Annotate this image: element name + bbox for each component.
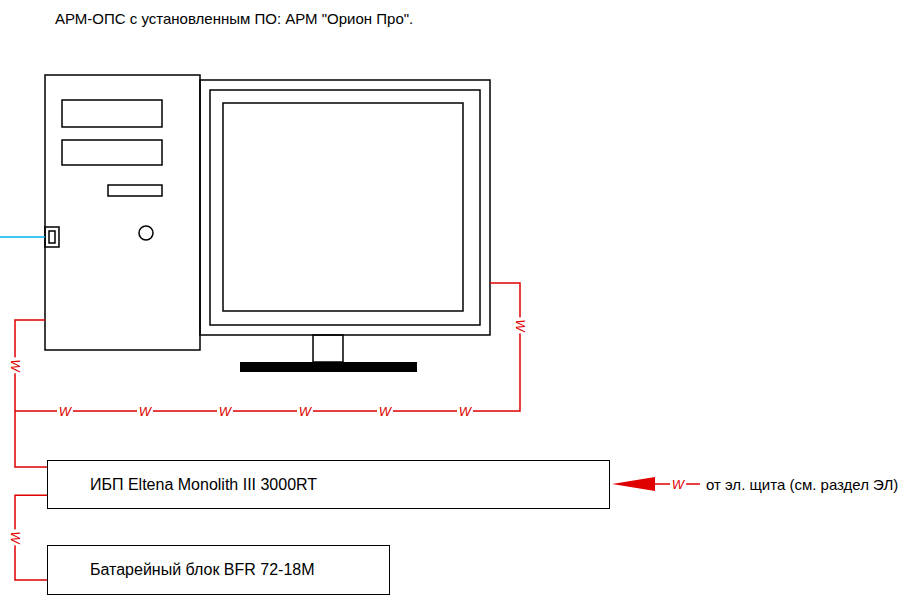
wire-mark: W — [514, 317, 527, 333]
wire-mark: W — [57, 405, 73, 418]
wire-mark: W — [9, 357, 22, 373]
equipment-box: ИБП Eltena Monolith III 3000RT — [47, 460, 610, 509]
wire-mark: W — [457, 405, 473, 418]
wire-mark: W — [137, 405, 153, 418]
box-label: Батарейный блок BFR 72-18M — [48, 561, 315, 579]
box-label: ИБП Eltena Monolith III 3000RT — [48, 476, 317, 494]
note-text: от эл. щита (см. раздел ЭЛ) — [704, 477, 900, 492]
equipment-box: Батарейный блок BFR 72-18M — [47, 545, 390, 595]
title-text: АРМ-ОПС с установленным ПО: АРМ "Орион П… — [55, 10, 413, 27]
wire-mark: W — [377, 405, 393, 418]
wire-mark: W — [297, 405, 313, 418]
wire-mark: W — [217, 405, 233, 418]
wire-mark: W — [9, 529, 22, 545]
wire-mark: W — [670, 478, 686, 491]
